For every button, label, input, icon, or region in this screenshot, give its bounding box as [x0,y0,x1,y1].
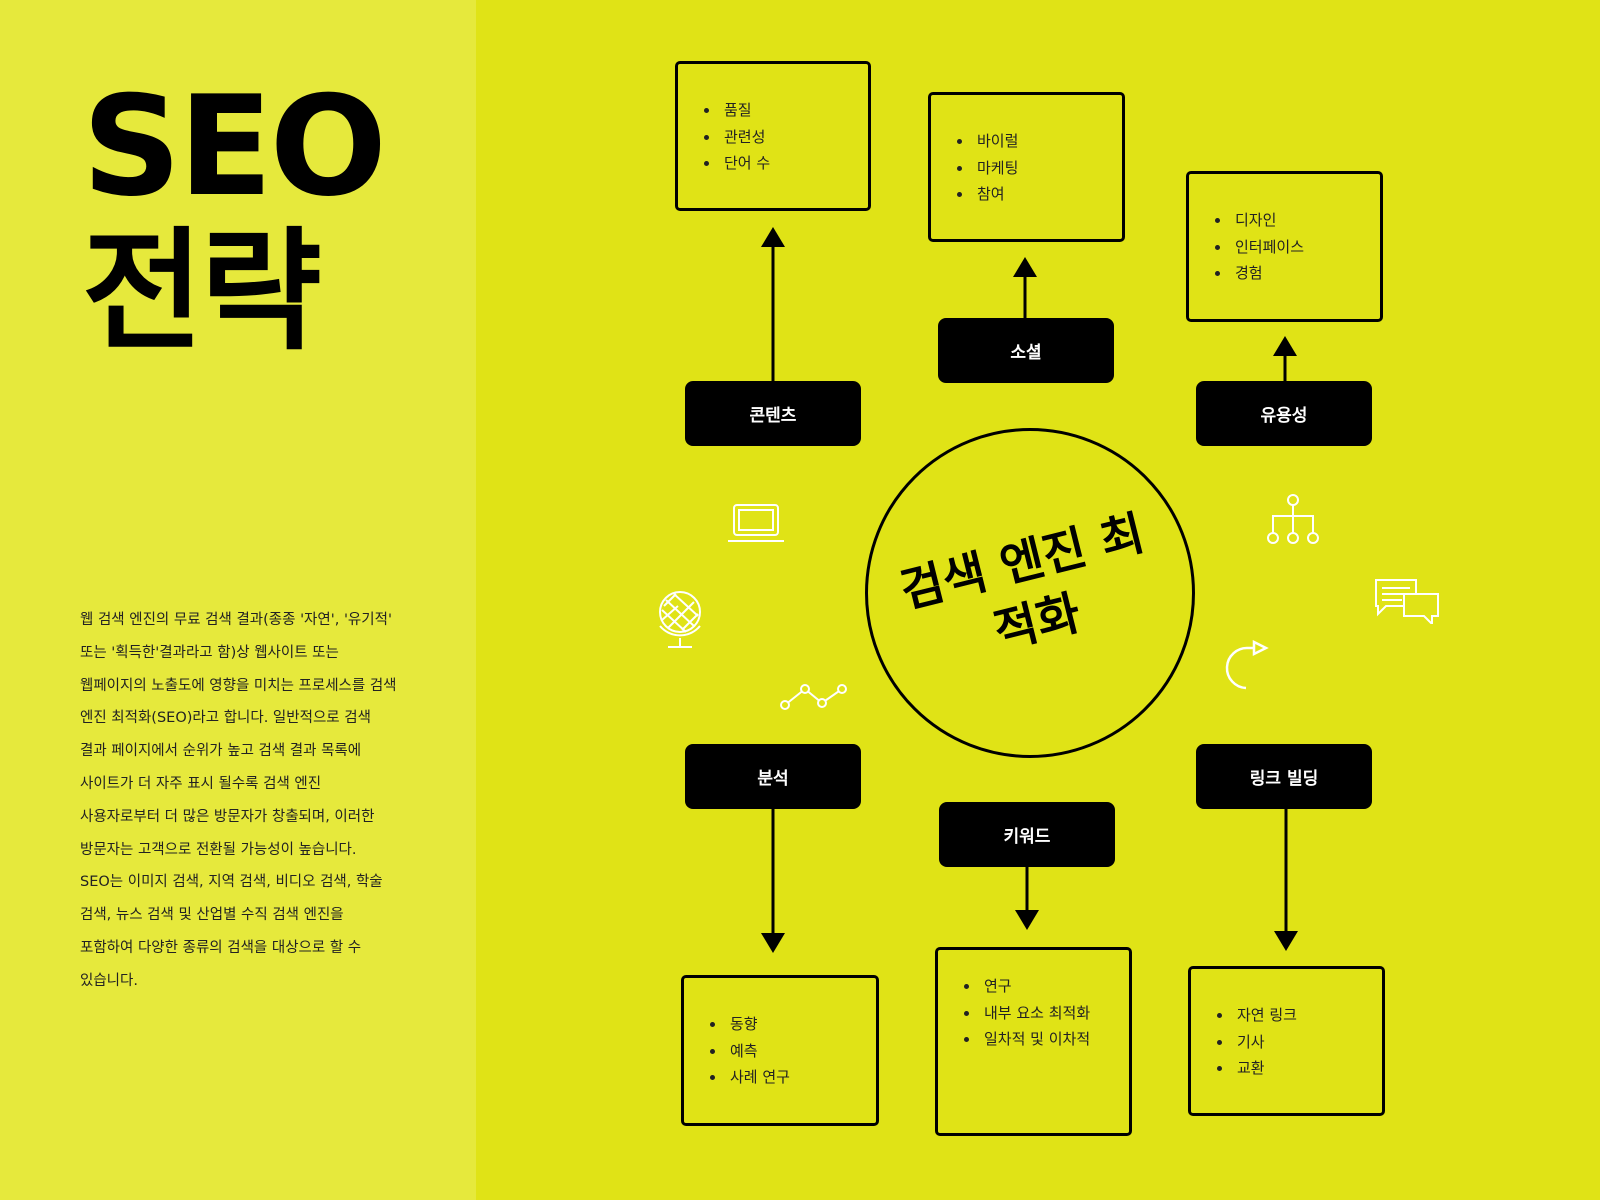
arrowhead-linkbuilding [1274,931,1298,951]
refresh-arrow-icon [1225,640,1269,690]
list-item: 동향 [726,1011,876,1038]
box-usability: 디자인 인터페이스 경험 [1186,171,1383,322]
list-item: 마케팅 [973,155,1122,182]
list-keyword: 연구 내부 요소 최적화 일차적 및 이차적 [938,973,1129,1053]
list-item: 자연 링크 [1233,1002,1382,1029]
list-item: 단어 수 [720,150,868,177]
list-item: 연구 [980,973,1109,1000]
box-content: 품질 관련성 단어 수 [675,61,871,211]
tag-content: 콘텐츠 [685,381,861,446]
hub-label: 검색 엔진 최적화 [894,505,1150,660]
list-item: 인터페이스 [1231,234,1380,261]
tag-analysis: 분석 [685,744,861,809]
list-item: 내부 요소 최적화 [980,1000,1109,1027]
list-item: 관련성 [720,124,868,151]
sitemap-icon [1267,494,1319,544]
box-keyword: 연구 내부 요소 최적화 일차적 및 이차적 [935,947,1132,1136]
box-linkbuilding: 자연 링크 기사 교환 [1188,966,1385,1116]
tag-keyword: 키워드 [939,802,1115,867]
list-item: 바이럴 [973,128,1122,155]
line-chart-icon [780,684,847,710]
arrowhead-analysis [761,933,785,953]
list-item: 디자인 [1231,207,1380,234]
list-linkbuilding: 자연 링크 기사 교환 [1191,1002,1382,1082]
chat-bubbles-icon [1375,579,1439,624]
box-social: 바이럴 마케팅 참여 [928,92,1125,242]
laptop-icon [728,504,784,542]
list-item: 일차적 및 이차적 [980,1026,1109,1053]
arrowhead-content [761,227,785,247]
left-panel [0,0,476,1200]
list-item: 품질 [720,97,868,124]
arrowhead-social [1013,257,1037,277]
arrowhead-usability [1273,336,1297,356]
globe-icon [659,591,701,648]
tag-usability: 유용성 [1196,381,1372,446]
list-item: 교환 [1233,1055,1382,1082]
list-item: 예측 [726,1038,876,1065]
list-analysis: 동향 예측 사례 연구 [684,1011,876,1091]
list-usability: 디자인 인터페이스 경험 [1189,207,1380,287]
hub-circle: 검색 엔진 최적화 [865,428,1195,758]
box-analysis: 동향 예측 사례 연구 [681,975,879,1126]
page-title-line-1: SEO [82,66,387,227]
list-item: 사례 연구 [726,1064,876,1091]
description-text: 웹 검색 엔진의 무료 검색 결과(종종 '자연', '유기적' 또는 '획득한… [80,612,397,989]
tag-social: 소셜 [938,318,1114,383]
list-item: 경험 [1231,260,1380,287]
list-social: 바이럴 마케팅 참여 [931,128,1122,208]
arrowhead-keyword [1015,910,1039,930]
list-item: 참여 [973,181,1122,208]
list-content: 품질 관련성 단어 수 [678,97,868,177]
page-title-line-2: 전략 [82,215,322,369]
list-item: 기사 [1233,1029,1382,1056]
tag-linkbuilding: 링크 빌딩 [1196,744,1372,809]
